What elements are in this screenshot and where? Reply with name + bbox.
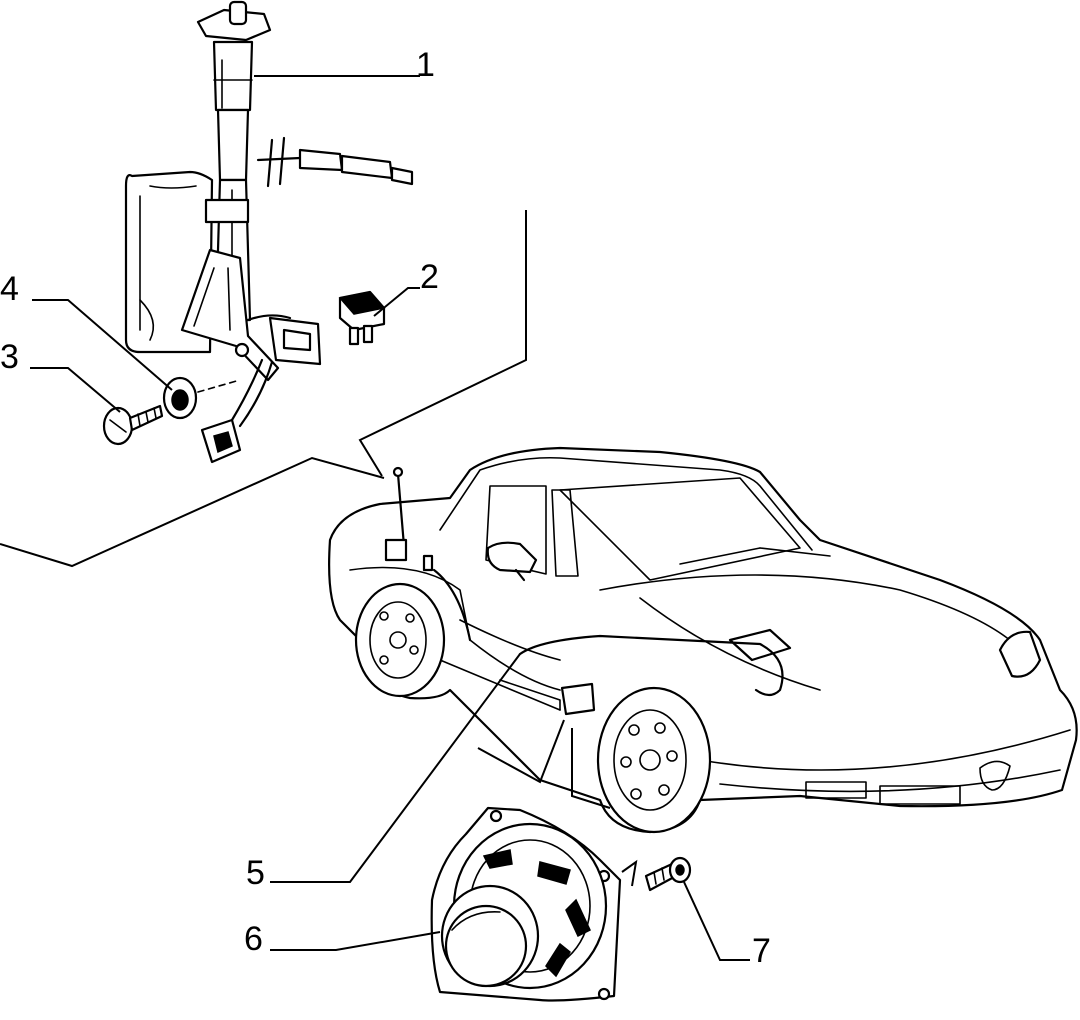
assembly-line <box>197 379 241 393</box>
callout-7: 7 <box>752 932 771 970</box>
leader-line-6 <box>270 931 441 951</box>
power-antenna-assembly <box>124 0 414 464</box>
leader-line-5 <box>270 653 521 883</box>
front-wheel <box>596 686 712 834</box>
callout-4: 4 <box>0 270 19 308</box>
callout-3: 3 <box>0 338 19 376</box>
leader-line-2 <box>373 287 420 317</box>
loudspeaker <box>430 806 622 1002</box>
callout-1: 1 <box>416 46 435 84</box>
detail-frame-line <box>358 210 527 477</box>
detail-frame-line-lower <box>0 456 385 568</box>
speaker-frame-line <box>477 719 565 784</box>
washer <box>162 376 198 420</box>
leader-line-4 <box>32 299 173 391</box>
speaker-screw <box>621 856 692 892</box>
relay-switch <box>338 290 386 346</box>
callout-5: 5 <box>246 854 265 892</box>
leader-line-3 <box>30 367 121 413</box>
screw <box>102 404 164 446</box>
rear-wheel <box>354 582 446 698</box>
speaker-frame-line-right <box>571 728 611 809</box>
leader-line-7 <box>683 881 750 961</box>
car-body <box>328 446 1078 834</box>
callout-2: 2 <box>420 258 439 296</box>
callout-6: 6 <box>244 920 263 958</box>
